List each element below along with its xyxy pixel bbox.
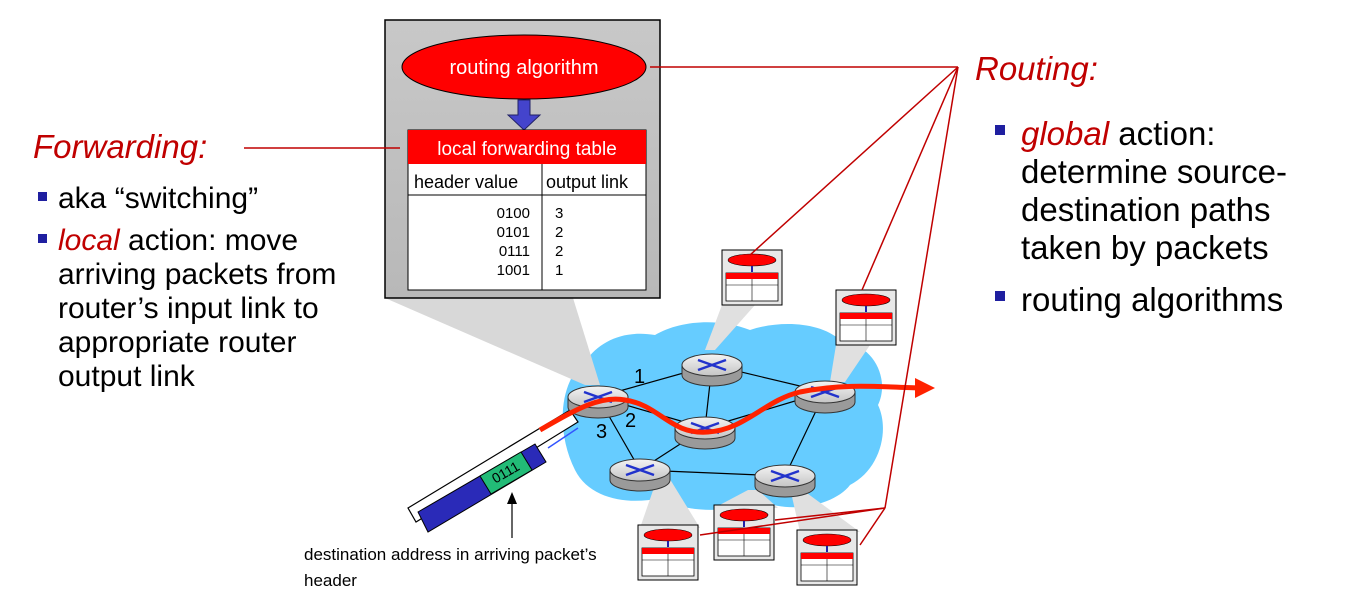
- router-icon: [754, 464, 816, 498]
- mini-router-box: [721, 249, 783, 306]
- table-cell-link: 2: [555, 243, 563, 260]
- mini-callout-cone: [830, 345, 870, 382]
- arriving-packet: 0111: [417, 443, 547, 533]
- input-arrow: [547, 427, 579, 449]
- connector-lines: [244, 66, 959, 546]
- routing-heading: Routing:: [975, 50, 1098, 87]
- caption-pointer-head: [507, 492, 517, 504]
- forwarding-bullet: aka “switching”: [38, 182, 358, 216]
- routing-algorithm-ellipse: [401, 34, 647, 100]
- forwarding-path: [538, 377, 935, 435]
- routing-bullet: routing algorithms: [995, 281, 1340, 319]
- mini-callout-cone: [705, 305, 755, 350]
- forwarding-bullets: aka “switching” local action: move arriv…: [38, 182, 358, 402]
- routing-bullets: global action: determine source-destinat…: [995, 115, 1340, 333]
- link-label-3: 3: [596, 421, 607, 443]
- router-icon: [794, 380, 856, 414]
- table-cell-link: 3: [555, 205, 563, 222]
- router-box: routing algorithm local forwarding table…: [384, 19, 661, 299]
- main-callout-cone: [385, 298, 600, 385]
- router-icon: [681, 353, 743, 387]
- bullet-square-icon: [38, 234, 47, 243]
- routing-algorithm-label: routing algorithm: [450, 57, 599, 79]
- table-cell-link: 2: [555, 224, 563, 241]
- bullet-square-icon: [38, 192, 47, 201]
- router-icon: [609, 458, 671, 492]
- table-cell-link: 1: [555, 262, 563, 279]
- table-cell-header: 0101: [497, 224, 530, 241]
- forwarding-heading: Forwarding:: [33, 128, 208, 165]
- mini-callout-cone: [714, 490, 778, 508]
- mini-router-box: [796, 529, 858, 586]
- routing-bullet: global action: determine source-destinat…: [995, 115, 1331, 267]
- mini-router-box: [637, 524, 699, 581]
- forwarding-table-rows: 0100 3 0101 2 0111 2 1001 1: [497, 205, 564, 279]
- table-cell-header: 0100: [497, 205, 530, 222]
- mini-router-box: [835, 289, 897, 346]
- bullet-square-icon: [995, 291, 1005, 301]
- packet-header-caption: destination address in arriving packet’s…: [304, 545, 597, 590]
- routers: [567, 353, 856, 498]
- col-output-link: output link: [546, 172, 629, 192]
- link-label-1: 1: [634, 366, 645, 388]
- forwarding-table-title: local forwarding table: [437, 139, 617, 160]
- down-arrow-icon: [506, 99, 542, 131]
- table-title-bar: [408, 130, 646, 164]
- forwarding-bullet: local action: move arriving packets from…: [38, 224, 358, 394]
- mini-router-box: [713, 504, 775, 561]
- link-label-2: 2: [625, 410, 636, 432]
- mini-tables: [637, 249, 897, 586]
- col-header-value: header value: [414, 172, 518, 192]
- mini-callout-cone: [790, 488, 860, 532]
- table-cell-header: 0111: [499, 243, 530, 260]
- bullet-square-icon: [995, 125, 1005, 135]
- table-cell-header: 1001: [497, 262, 530, 279]
